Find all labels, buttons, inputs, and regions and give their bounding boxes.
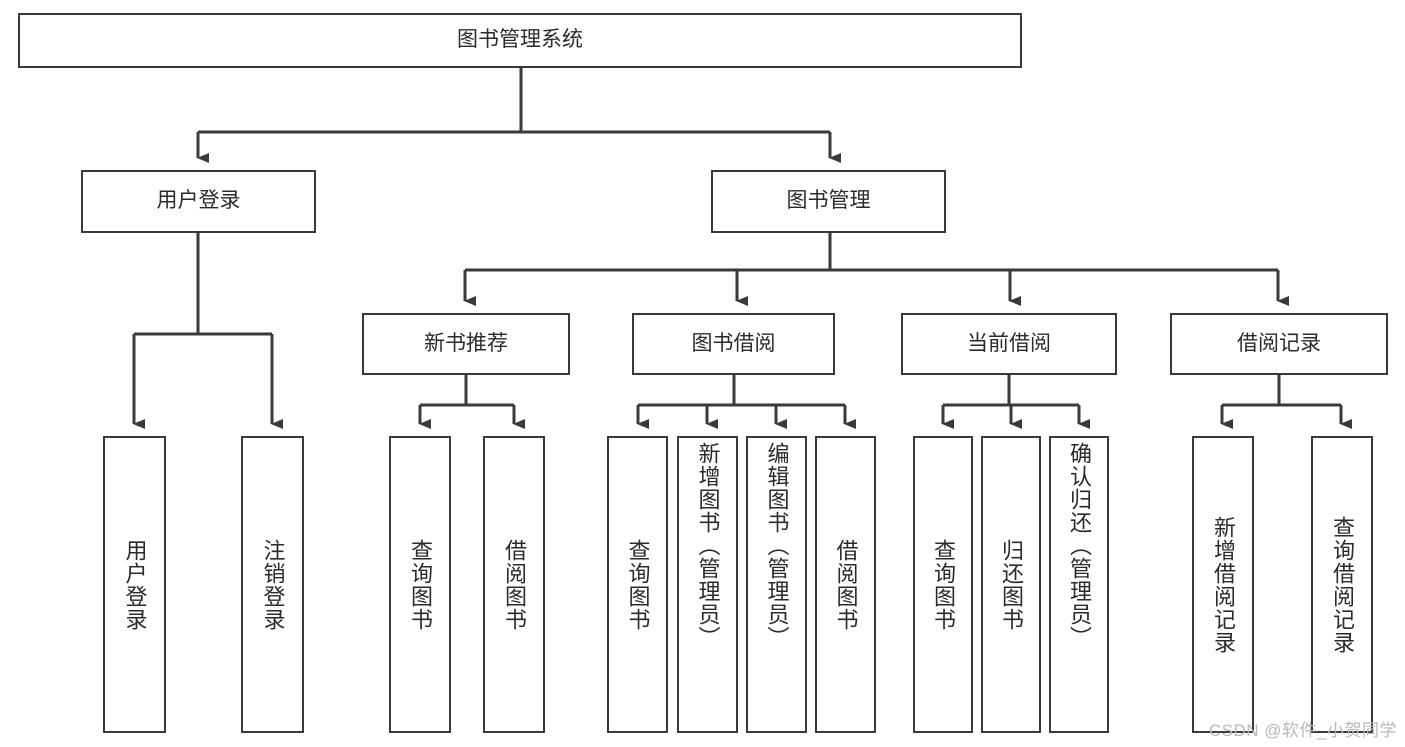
node-root-label: 图书管理系统	[457, 28, 583, 52]
node-borrow-record[interactable]: 借阅记录	[1170, 313, 1388, 375]
node-book-borrow[interactable]: 图书借阅	[632, 313, 835, 375]
node-current-borrow[interactable]: 当前借阅	[901, 313, 1117, 375]
csdn-watermark: CSDN @软件_小贺同学	[1208, 721, 1397, 740]
node-leaf-add-record[interactable]: 新增借阅记录	[1192, 436, 1254, 733]
node-borrow-record-label: 借阅记录	[1237, 331, 1321, 355]
node-leaf-confirm-return[interactable]: 确认归还（管理员）	[1049, 436, 1109, 733]
node-user-login-label: 用户登录	[156, 189, 241, 213]
node-book-borrow-label: 图书借阅	[691, 331, 776, 355]
node-leaf-edit-book-label: 编辑图书（管理员）	[764, 442, 790, 649]
node-leaf-edit-book[interactable]: 编辑图书（管理员）	[746, 436, 807, 733]
node-leaf-add-book[interactable]: 新增图书（管理员）	[677, 436, 738, 733]
node-leaf-logout-login-label: 注销登录	[260, 538, 286, 631]
node-leaf-return-book[interactable]: 归还图书	[981, 436, 1041, 733]
node-book-manage-label: 图书管理	[786, 189, 871, 213]
node-leaf-borrow-book-1-label: 借阅图书	[502, 538, 527, 631]
node-leaf-borrow-book-2[interactable]: 借阅图书	[815, 436, 876, 733]
node-leaf-query-record-label: 查询借阅记录	[1330, 515, 1355, 654]
node-leaf-query-book-2[interactable]: 查询图书	[607, 436, 668, 733]
node-book-manage[interactable]: 图书管理	[711, 170, 946, 233]
node-leaf-logout-login[interactable]: 注销登录	[241, 436, 304, 733]
node-leaf-query-book-1[interactable]: 查询图书	[389, 436, 451, 733]
node-leaf-query-book-3[interactable]: 查询图书	[913, 436, 973, 733]
node-user-login[interactable]: 用户登录	[81, 170, 316, 233]
node-leaf-confirm-return-label: 确认归还（管理员）	[1067, 442, 1092, 649]
node-leaf-query-record[interactable]: 查询借阅记录	[1311, 436, 1373, 733]
node-leaf-query-book-1-label: 查询图书	[408, 538, 433, 631]
node-new-book-recommend-label: 新书推荐	[424, 331, 508, 355]
node-leaf-user-login[interactable]: 用户登录	[103, 436, 166, 733]
node-leaf-user-login-label: 用户登录	[122, 538, 148, 631]
node-leaf-add-book-label: 新增图书（管理员）	[695, 442, 721, 649]
node-leaf-add-record-label: 新增借阅记录	[1211, 515, 1236, 654]
node-leaf-query-book-2-label: 查询图书	[625, 538, 651, 631]
node-current-borrow-label: 当前借阅	[967, 331, 1051, 355]
node-leaf-borrow-book-2-label: 借阅图书	[833, 538, 859, 631]
node-new-book-recommend[interactable]: 新书推荐	[362, 313, 570, 375]
node-leaf-return-book-label: 归还图书	[999, 538, 1024, 631]
node-leaf-borrow-book-1[interactable]: 借阅图书	[483, 436, 545, 733]
node-root[interactable]: 图书管理系统	[18, 13, 1022, 68]
node-leaf-query-book-3-label: 查询图书	[931, 538, 956, 631]
